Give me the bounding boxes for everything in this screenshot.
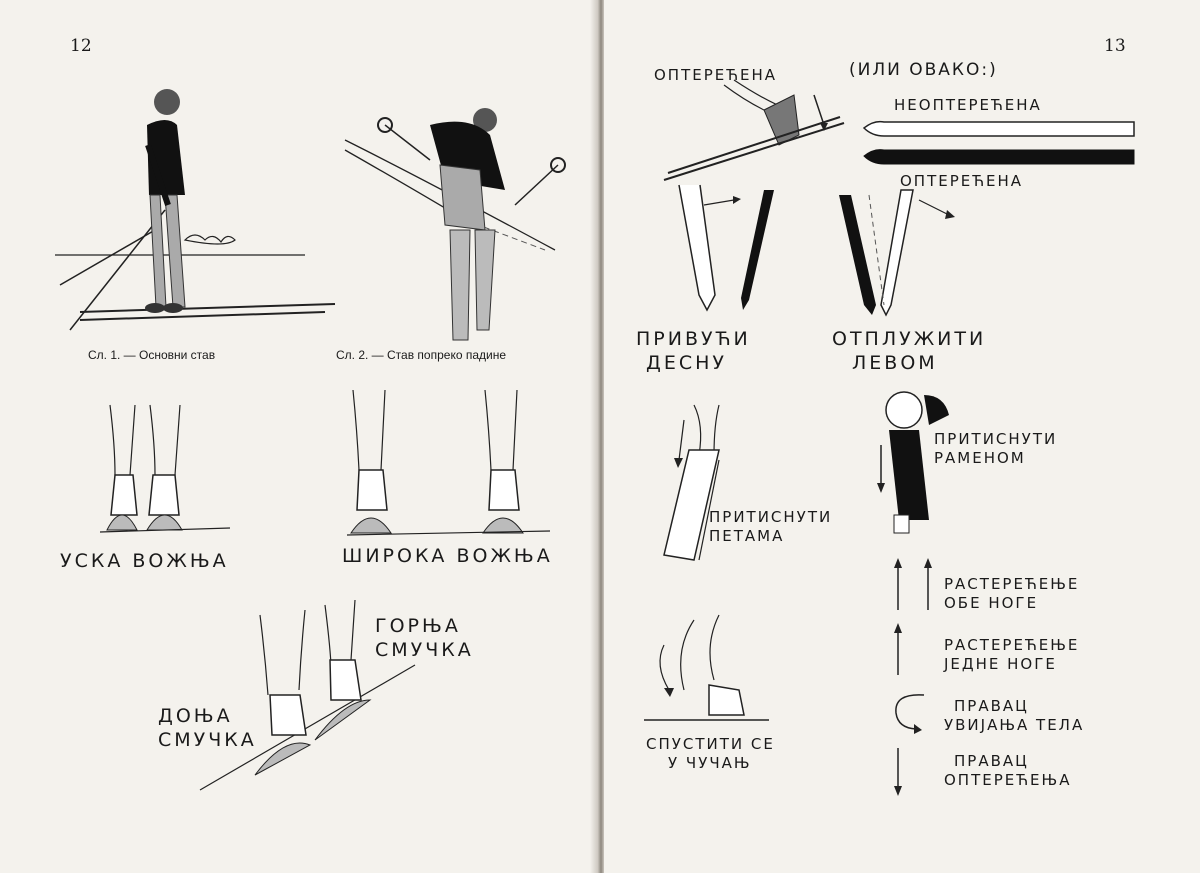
lower-ski-label-line1: ДОЊА bbox=[158, 705, 233, 727]
squat-label-line2: У ЧУЧАЊ bbox=[668, 753, 752, 772]
pull-right-label: ПРИВУЋИ ДЕСНУ bbox=[636, 328, 751, 376]
pull-push-skis-illustration bbox=[669, 185, 955, 325]
legend-item-load-direction-line1: ПРАВАЦ bbox=[954, 752, 1029, 770]
upper-ski-label-line1: ГОРЊА bbox=[375, 615, 461, 637]
figure-1-caption: Сл. 1. — Основни став bbox=[88, 348, 216, 362]
lower-ski-label: ДОЊА СМУЧКА bbox=[158, 705, 257, 753]
legend-item-one-leg: РАСТЕРЕЋЕЊЕ ЈЕДНЕ НОГЕ bbox=[944, 636, 1079, 674]
legend-item-body-twist-line1: ПРАВАЦ bbox=[954, 697, 1029, 715]
ski-edging-illustration bbox=[664, 75, 864, 185]
uphill-downhill-legs-illustration bbox=[200, 600, 430, 790]
squat-illustration bbox=[644, 615, 774, 730]
figure-2-caption: Сл. 2. — Став попреко падине bbox=[336, 348, 507, 362]
press-shoulder-label: ПРИТИСНУТИ РАМЕНОМ bbox=[934, 430, 1057, 468]
press-heels-label-line2: ПЕТАМА bbox=[709, 526, 785, 545]
legend-item-both-legs-line2: ОБЕ НОГЕ bbox=[944, 593, 1039, 612]
narrow-track-legs-illustration bbox=[95, 400, 235, 540]
curved-turn-arrow-icon bbox=[896, 695, 924, 734]
page-number-left: 12 bbox=[70, 36, 92, 56]
left-page: 12 Сл. 1. — Основни став bbox=[0, 0, 598, 873]
pull-right-label-line2: ДЕСНУ bbox=[646, 351, 727, 374]
squat-label: СПУСТИТИ СЕ У ЧУЧАЊ bbox=[646, 735, 775, 773]
narrow-track-label: УСКА ВОЖЊА bbox=[60, 550, 229, 572]
skier-basic-stance-illustration bbox=[55, 89, 345, 340]
press-shoulder-label-line2: РАМЕНОМ bbox=[934, 448, 1026, 467]
legend-item-load-direction-line2: ОПТЕРЕЋЕЊА bbox=[944, 770, 1072, 789]
legend-symbols bbox=[894, 558, 932, 796]
press-heels-label: ПРИТИСНУТИ ПЕТАМА bbox=[709, 508, 832, 546]
skier-traverse-stance-illustration bbox=[340, 108, 570, 340]
press-shoulder-label-line1: ПРИТИСНУТИ bbox=[934, 430, 1058, 448]
push-left-label-line1: ОТПЛУЖИТИ bbox=[832, 328, 987, 350]
push-left-label-line2: ЛЕВОМ bbox=[852, 351, 938, 374]
push-left-label: ОТПЛУЖИТИ ЛЕВОМ bbox=[832, 328, 986, 376]
double-up-arrow-icon bbox=[894, 558, 932, 610]
upper-ski-label-line2: СМУЧКА bbox=[375, 638, 474, 661]
unloaded-ski-label: НЕОПТЕРЕЋЕНА bbox=[894, 96, 1042, 114]
loaded-label-top: ОПТЕРЕЋЕНА bbox=[654, 66, 778, 84]
press-heels-illustration bbox=[649, 400, 759, 565]
or-like-this-label: (ИЛИ ОВАКО:) bbox=[849, 60, 998, 80]
upper-ski-label: ГОРЊА СМУЧКА bbox=[375, 615, 474, 663]
pull-right-label-line1: ПРИВУЋИ bbox=[636, 328, 751, 350]
press-shoulder-illustration bbox=[877, 385, 949, 535]
page-number-right: 13 bbox=[1104, 36, 1126, 56]
legend-item-body-twist-line2: УВИЈАЊА ТЕЛА bbox=[944, 715, 1085, 734]
legend-item-one-leg-line1: РАСТЕРЕЋЕЊЕ bbox=[944, 636, 1080, 654]
squat-label-line1: СПУСТИТИ СЕ bbox=[646, 735, 775, 753]
loaded-ski-label: ОПТЕРЕЋЕНА bbox=[900, 172, 1024, 190]
press-heels-label-line1: ПРИТИСНУТИ bbox=[709, 508, 833, 526]
single-up-arrow-icon bbox=[894, 623, 902, 675]
legend-item-both-legs: РАСТЕРЕЋЕЊЕ ОБЕ НОГЕ bbox=[944, 575, 1079, 613]
lower-ski-label-line2: СМУЧКА bbox=[158, 728, 257, 751]
legend-item-load-direction: ПРАВАЦ ОПТЕРЕЋЕЊА bbox=[944, 752, 1071, 790]
legend-item-one-leg-line2: ЈЕДНЕ НОГЕ bbox=[944, 654, 1057, 673]
wide-track-legs-illustration bbox=[345, 385, 555, 540]
down-arrow-icon bbox=[894, 748, 902, 796]
right-page: 13 ОПТЕРЕЋЕНА (ИЛИ ОВАКО:) НЕОПТЕРЕЋЕНА … bbox=[604, 0, 1200, 873]
legend-item-both-legs-line1: РАСТЕРЕЋЕЊЕ bbox=[944, 575, 1080, 593]
unloaded-and-loaded-skis-illustration bbox=[859, 118, 1139, 168]
legend-item-body-twist: ПРАВАЦ УВИЈАЊА ТЕЛА bbox=[944, 697, 1084, 735]
wide-track-label: ШИРОКА ВОЖЊА bbox=[342, 545, 553, 567]
